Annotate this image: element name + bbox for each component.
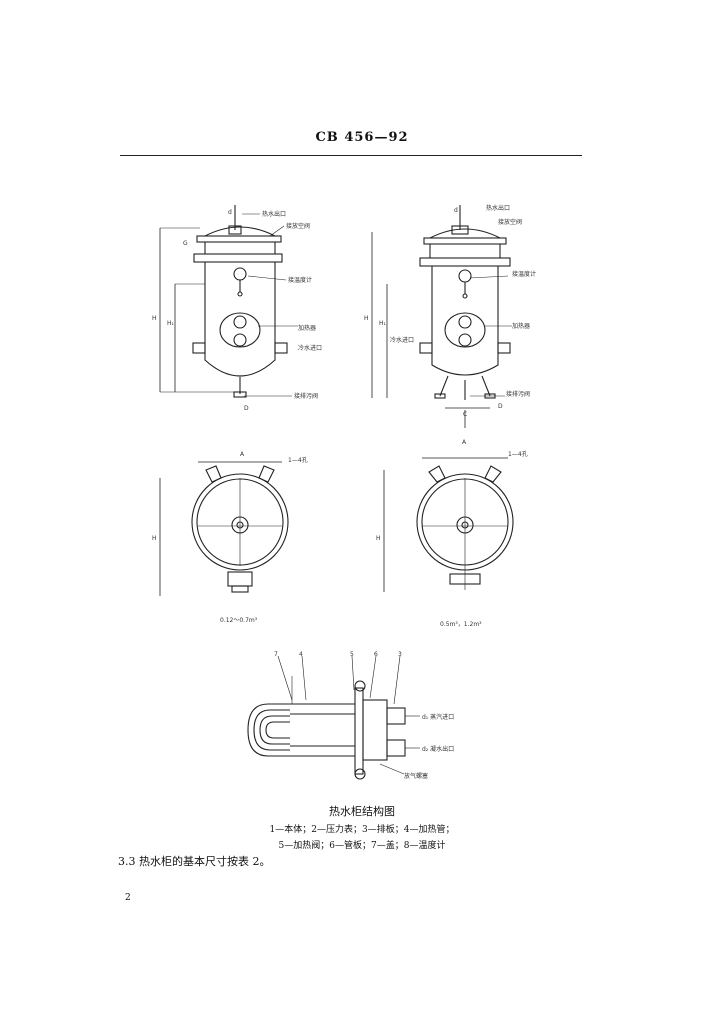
label-cold-in-right: 冷水进口 bbox=[390, 336, 414, 344]
dim-d: d bbox=[228, 209, 232, 216]
dim-bolt-holes: 1—4孔 bbox=[288, 456, 308, 464]
header-rule bbox=[120, 155, 582, 156]
dim-D: D bbox=[244, 405, 249, 412]
clause-text: 3.3 热水柜的基本尺寸按表 2。 bbox=[118, 855, 271, 868]
heater-detail-labels: 7 4 5 6 3 d₁ 蒸汽进口 d₂ 凝水出口 放气螺塞 bbox=[274, 651, 454, 780]
dim-C-right: C bbox=[463, 411, 467, 418]
left-view-labels: 热水出口 接放空阀 接温度计 加热器 冷水进口 接排污阀 d G A H H₁ … bbox=[152, 209, 322, 624]
dim-H-right: H bbox=[364, 315, 369, 322]
dim-bolt-holes-right: 1—4孔 bbox=[508, 450, 528, 458]
label-hot-out: 热水出口 bbox=[262, 210, 286, 218]
label-thermometer: 接温度计 bbox=[288, 276, 312, 284]
label-drain-valve-right: 接放空阀 bbox=[498, 218, 522, 226]
size-caption-right: 0.5m³，1.2m³ bbox=[440, 621, 482, 628]
label-drain: 接排污阀 bbox=[294, 392, 318, 400]
label-steam-in: d₁ 蒸汽进口 bbox=[422, 713, 454, 721]
callout-6: 6 bbox=[374, 651, 378, 658]
figure-caption-title: 热水柜结构图 bbox=[329, 805, 395, 818]
label-drain-cock: 放气螺塞 bbox=[404, 772, 428, 780]
figure-legend-line1: 1—本体；2—压力表；3—排板；4—加热管； bbox=[269, 825, 455, 835]
dim-d-right: d bbox=[454, 207, 458, 214]
dim-A-right: A bbox=[462, 439, 467, 446]
dim-H1: H₁ bbox=[167, 320, 175, 327]
callout-7: 7 bbox=[274, 651, 278, 658]
label-cond-out: d₂ 凝水出口 bbox=[422, 745, 454, 753]
heater-detail-view bbox=[247, 655, 420, 780]
label-drain-right: 接排污阀 bbox=[506, 390, 530, 398]
figure-legend-line2: 5—加热阀；6—管板；7—盖；8—温度计 bbox=[278, 841, 446, 851]
label-cold-in: 冷水进口 bbox=[298, 344, 322, 352]
callout-4: 4 bbox=[299, 651, 303, 658]
dim-H-plan: H bbox=[152, 535, 157, 542]
dim-H-plan-right: H bbox=[376, 535, 381, 542]
document-header: CB 456—92 bbox=[315, 130, 409, 145]
dim-H: H bbox=[152, 315, 157, 322]
right-view-labels: 热水出口 接放空阀 接温度计 加热器 冷水进口 接排污阀 d A H H₁ C … bbox=[364, 204, 536, 628]
dim-D-right: D bbox=[498, 403, 503, 410]
dim-H1-right: H₁ bbox=[379, 320, 387, 327]
callout-5: 5 bbox=[350, 651, 354, 658]
label-drain-valve: 接放空阀 bbox=[286, 222, 310, 230]
size-caption-left: 0.12～0.7m³ bbox=[220, 617, 258, 624]
right-plan-view bbox=[383, 457, 514, 592]
label-heater: 加热器 bbox=[298, 324, 316, 332]
left-elevation-view bbox=[159, 205, 298, 398]
dim-A: A bbox=[240, 451, 245, 458]
label-hot-out-right: 热水出口 bbox=[486, 204, 510, 212]
callout-3: 3 bbox=[398, 651, 402, 658]
page-number: 2 bbox=[125, 893, 131, 903]
left-plan-view bbox=[159, 461, 289, 596]
label-thermometer-right: 接温度计 bbox=[512, 270, 536, 278]
dim-G: G bbox=[183, 240, 188, 247]
right-elevation-view bbox=[371, 205, 512, 428]
label-heater-right: 加热器 bbox=[512, 322, 530, 330]
